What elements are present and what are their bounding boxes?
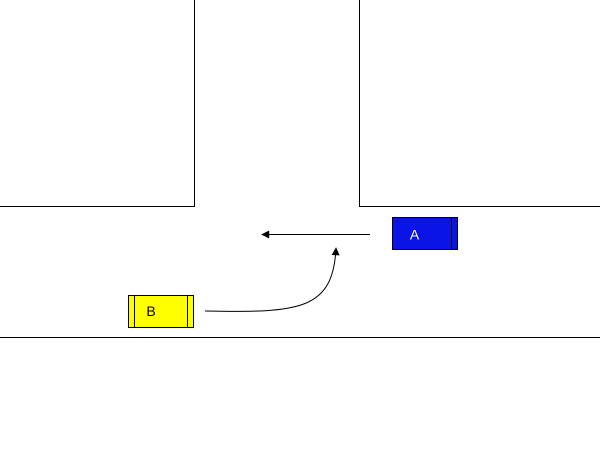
curb-top-right (359, 0, 600, 207)
vehicle-b-body (128, 295, 194, 328)
vehicle-a-body (392, 217, 458, 250)
vehicle-a-label: A (410, 227, 420, 243)
curb-top-left (0, 0, 195, 207)
vehicle-b: B (128, 295, 194, 328)
vehicle-a: A (392, 217, 458, 250)
vehicle-b-path-arrow (204, 247, 340, 312)
vehicle-b-label: B (146, 303, 155, 319)
